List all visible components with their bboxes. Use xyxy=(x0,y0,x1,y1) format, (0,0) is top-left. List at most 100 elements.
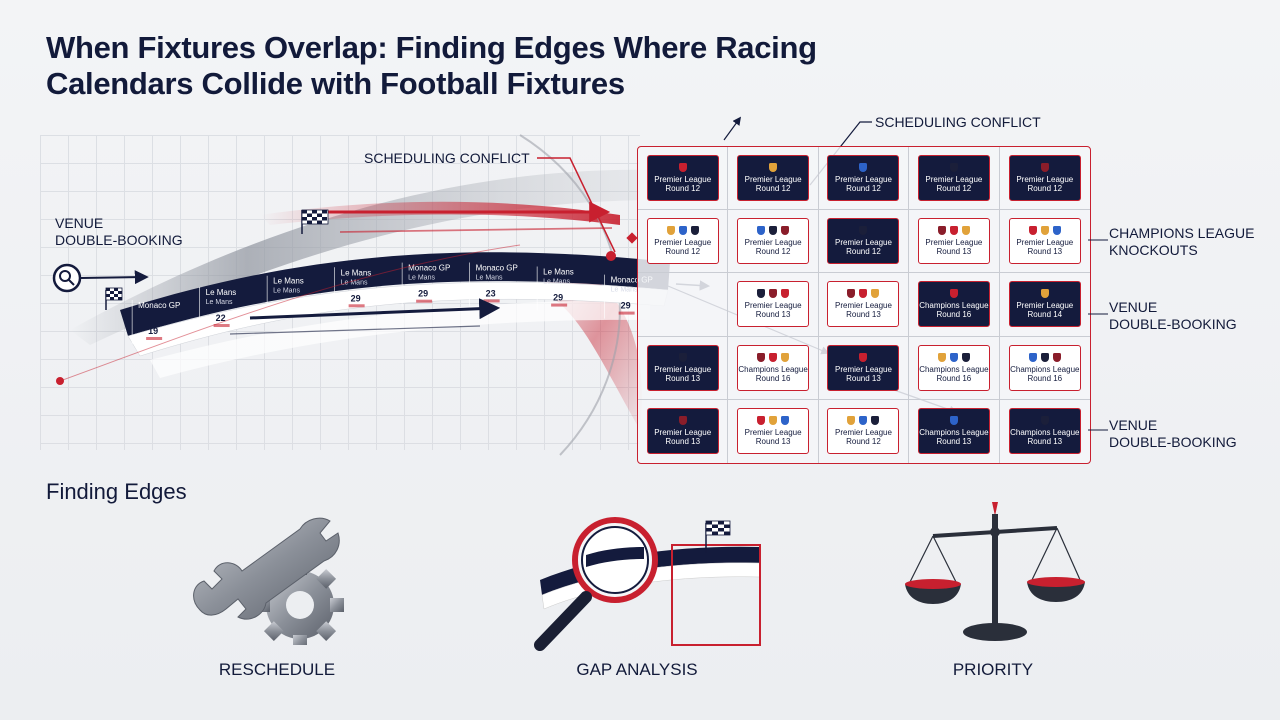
fixture-round: Round 12 xyxy=(1027,184,1063,194)
checkered-flag-icon-top xyxy=(301,209,329,234)
club-crest-icon xyxy=(1028,352,1061,362)
race-conflict-mark xyxy=(618,311,635,315)
race-name: Monaco GP xyxy=(408,264,450,273)
club-crest-icon xyxy=(769,163,778,173)
club-crest-icon xyxy=(678,416,687,426)
fixture-competition: Premier League xyxy=(925,238,983,248)
search-icon xyxy=(52,263,82,293)
race-date: 29 xyxy=(418,289,428,299)
scheduling-conflict-label-top: SCHEDULING CONFLICT xyxy=(875,114,1041,130)
fixture-competition: Premier League xyxy=(835,301,892,311)
fixture-round: Round 13 xyxy=(936,437,972,447)
fixture-round: Round 16 xyxy=(936,310,972,320)
fixture-round: Round 12 xyxy=(755,247,791,257)
magnifier-icon xyxy=(534,517,761,651)
race-date: 19 xyxy=(148,326,158,336)
club-crest-icon xyxy=(678,352,687,362)
race-subname: Le Mans xyxy=(476,274,503,281)
fixture-competition: Champions League xyxy=(919,428,989,438)
race-name: Le Mans xyxy=(341,268,372,277)
venue-double-booking-label-right-b: VENUE DOUBLE-BOOKING xyxy=(1109,417,1237,451)
race-conflict-mark xyxy=(146,336,163,340)
club-crest-icon xyxy=(1040,416,1049,426)
race-conflict-mark xyxy=(348,304,365,308)
race-date: 29 xyxy=(351,293,361,303)
club-crest-icon xyxy=(1040,163,1049,173)
page-title: When Fixtures Overlap: Finding Edges Whe… xyxy=(46,30,817,101)
fixture-round: Round 12 xyxy=(665,184,701,194)
venue-label-right-a-line2: DOUBLE-BOOKING xyxy=(1109,316,1237,332)
racing-band xyxy=(120,252,670,336)
club-crest-icon xyxy=(847,289,880,299)
fixture-round: Round 13 xyxy=(936,247,972,257)
race-date: 23 xyxy=(486,288,496,298)
race-name: Monaco GP xyxy=(611,276,653,285)
fixture-competition: Champions League xyxy=(1010,364,1080,374)
fixture-competition: Premier League xyxy=(654,428,712,438)
race-conflict-mark xyxy=(483,299,500,303)
race-subname: Le Mans xyxy=(408,275,435,282)
race-name: Le Mans xyxy=(206,288,237,297)
club-crest-icon xyxy=(757,352,790,362)
fixture-competition: Premier League xyxy=(654,238,712,248)
club-crest-icon xyxy=(847,416,880,426)
reschedule-label: RESCHEDULE xyxy=(218,660,336,679)
venue-label-right-b-line2: DOUBLE-BOOKING xyxy=(1109,434,1237,450)
race-subname: Le Mans xyxy=(273,288,300,295)
fixture-competition: Champions League xyxy=(1010,428,1080,438)
fixture-round: Round 13 xyxy=(755,310,791,320)
fixture-round: Round 14 xyxy=(1027,310,1063,320)
fixture-competition: Premier League xyxy=(744,428,802,438)
fixture-competition: Premier League xyxy=(835,428,892,438)
race-name: Le Mans xyxy=(543,268,574,277)
race-conflict-mark xyxy=(213,324,230,328)
club-crest-icon xyxy=(757,289,790,299)
club-crest-icon xyxy=(757,226,790,236)
fixture-round: Round 12 xyxy=(936,184,972,194)
race-subname: Le Mans xyxy=(341,279,368,286)
race-name: Monaco GP xyxy=(138,301,180,310)
fixture-competition: Premier League xyxy=(744,238,802,248)
scales-icon xyxy=(905,502,1085,641)
fixture-round: Round 13 xyxy=(846,310,881,320)
club-crest-icon xyxy=(1040,289,1049,299)
fixture-competition: Premier League xyxy=(835,364,892,374)
fixture-competition: Premier League xyxy=(1016,238,1074,248)
club-crest-icon xyxy=(949,163,958,173)
